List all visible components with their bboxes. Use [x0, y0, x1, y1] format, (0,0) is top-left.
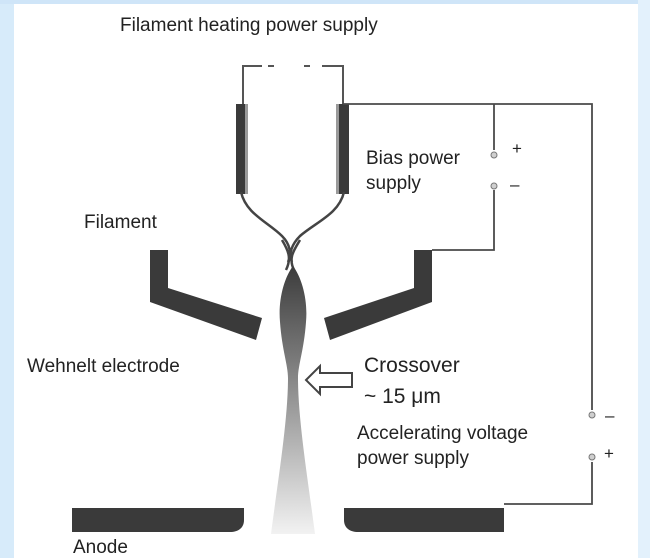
accel-label-line1: Accelerating voltage [357, 423, 529, 444]
filament-power-terminals [242, 65, 344, 108]
bias-minus-sign: – [510, 175, 520, 194]
wehnelt-label: Wehnelt electrode [27, 356, 180, 377]
accel-plus-sign: + [604, 444, 614, 463]
circuit-wiring [343, 103, 593, 505]
filament-support-rods [236, 104, 349, 194]
filament-power-label: Filament heating power supply [120, 15, 378, 36]
crossover-arrow-icon [304, 363, 353, 397]
right-edge-strip [638, 0, 650, 558]
accel-label-line2: power supply [357, 448, 469, 469]
crossover-label-line1: Crossover [364, 354, 460, 377]
anode-label: Anode [73, 537, 128, 558]
accel-minus-sign: – [605, 406, 615, 425]
crossover-label-line2: ~ 15 μm [364, 385, 441, 408]
accel-terminals [588, 411, 596, 461]
wehnelt-electrode [150, 250, 432, 340]
filament-label: Filament [84, 212, 157, 233]
diagram-panel [14, 4, 638, 558]
bias-plus-sign: + [512, 139, 522, 158]
filament-wire [239, 191, 346, 271]
bias-power-label-line1: Bias power [366, 148, 460, 169]
bias-power-label-line2: supply [366, 173, 421, 194]
anode-plates [72, 508, 504, 532]
electron-beam [271, 266, 315, 534]
bias-terminals [490, 151, 498, 190]
